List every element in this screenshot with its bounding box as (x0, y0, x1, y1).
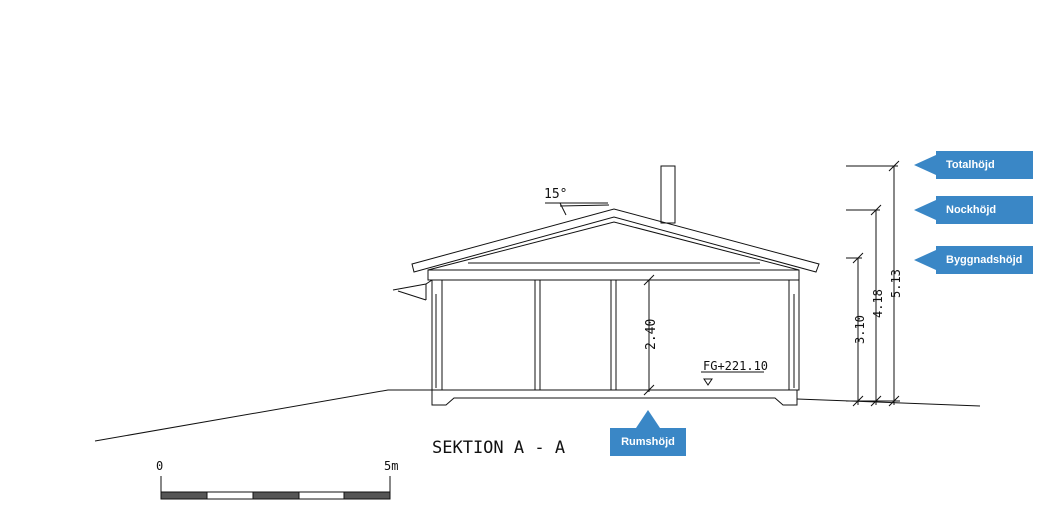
left-wall (431, 279, 443, 391)
floor-slab (431, 389, 798, 406)
callout-total-height-label: Totalhöjd (936, 151, 1033, 179)
callout-ridge-height-label: Nockhöjd (936, 196, 1033, 224)
dim-ridge-label: 4.18 (871, 289, 885, 318)
dim-building-label: 3.10 (853, 315, 867, 344)
roof-underside (427, 221, 800, 271)
floor-level-label: FG+221.10 (703, 359, 768, 373)
roof-angle-label: 15° (544, 187, 567, 202)
room-height-dim-line (643, 274, 655, 396)
callout-room-height: Rumshöjd (610, 410, 686, 456)
dim-ridge-line (870, 204, 882, 407)
ground-line (94, 389, 981, 442)
scale-segment-3 (252, 491, 300, 500)
roof-angle-marker (545, 202, 610, 216)
callout-arrow-left (914, 155, 936, 175)
scale-segment-1 (160, 491, 208, 500)
entrance-canopy (392, 279, 433, 301)
callout-arrow-left (914, 250, 936, 270)
callout-room-height-label: Rumshöjd (610, 428, 686, 456)
callout-ridge-height: Nockhöjd (914, 196, 1033, 224)
room-height-dim-label: 2.40 (644, 319, 659, 350)
scale-bar (160, 476, 391, 500)
dim-total-label: 5.13 (889, 269, 903, 298)
callout-arrow-up (636, 410, 660, 428)
roof (411, 208, 820, 273)
ceiling-plate (427, 269, 800, 281)
section-title: SEKTION A - A (432, 438, 565, 458)
interior-stud-2 (610, 279, 617, 391)
callout-building-height-label: Byggnadshöjd (936, 246, 1033, 274)
scale-label-start: 0 (156, 459, 163, 473)
dim-total-line (888, 160, 900, 407)
callout-total-height: Totalhöjd (914, 151, 1033, 179)
chimney (660, 165, 676, 224)
scale-segment-5 (343, 491, 391, 500)
scale-label-end: 5m (384, 459, 398, 473)
callout-building-height: Byggnadshöjd (914, 246, 1033, 274)
dim-building-line (852, 252, 864, 407)
dim-extension-lines (846, 165, 900, 402)
interior-stud-1 (534, 279, 541, 391)
floor-level-marker (701, 371, 764, 386)
callout-arrow-left (914, 200, 936, 220)
